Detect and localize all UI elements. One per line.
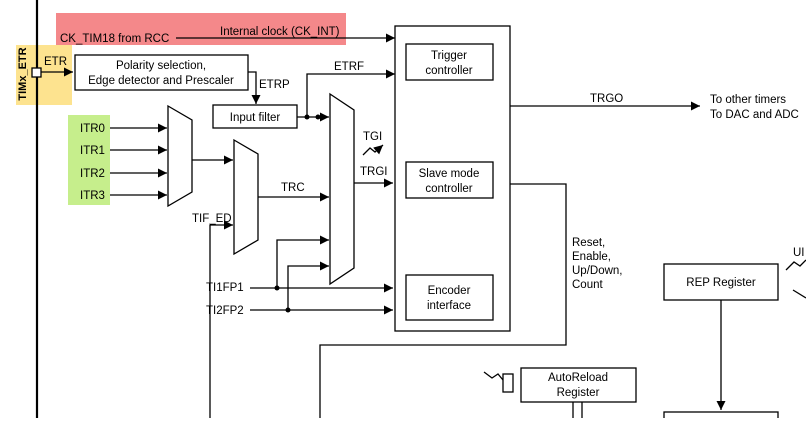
right-edge-wire xyxy=(792,289,806,299)
etrp-wire xyxy=(248,71,261,104)
encoder-text-1: Encoder xyxy=(428,285,471,297)
ck-tim18-label: CK_TIM18 from RCC xyxy=(60,33,169,45)
autoreload-flag-icon xyxy=(483,371,504,381)
tif-ed-label: TIF_ED xyxy=(192,213,232,225)
ti1fp1-label: TI1FP1 xyxy=(206,282,244,294)
autoreload-text-1: AutoReload xyxy=(548,372,608,384)
autoreload-preload-tab xyxy=(502,373,514,393)
etrp-label: ETRP xyxy=(259,79,290,91)
ti2fp2-branch xyxy=(287,261,329,310)
junction-etrf xyxy=(304,114,310,120)
itr3-label: ITR3 xyxy=(80,190,105,202)
etrf-label: ETRF xyxy=(334,61,364,73)
reset-label-2: Enable, xyxy=(572,251,611,263)
itr0-label: ITR0 xyxy=(80,123,105,135)
junction-ti2fp2 xyxy=(285,307,291,313)
autoreload-register-box xyxy=(520,367,637,403)
itr-highlight xyxy=(68,115,110,205)
slave-mode-text-2: controller xyxy=(425,183,472,195)
trc-label: TRC xyxy=(281,182,305,194)
repetition-counter-box-partial xyxy=(663,411,779,423)
polarity-text-1: Polarity selection, xyxy=(116,60,206,72)
autoreload-text-2: Register xyxy=(557,387,600,399)
encoder-text-2: interface xyxy=(427,300,471,312)
ui-label: UI xyxy=(793,247,805,259)
trc-mux xyxy=(233,138,259,256)
slave-mode-text-1: Slave mode xyxy=(419,168,480,180)
tgi-label: TGI xyxy=(363,131,382,143)
encoder-interface-box xyxy=(405,274,494,321)
rep-register-text: REP Register xyxy=(686,277,756,289)
etrf-wire xyxy=(306,69,395,117)
reset-label-4: Count xyxy=(572,279,603,291)
ti2fp2-label: TI2FP2 xyxy=(206,305,244,317)
etr-pin-square xyxy=(31,67,42,78)
junction-ti1fp1 xyxy=(274,285,280,291)
trgo-label: TRGO xyxy=(590,93,623,105)
etr-highlight xyxy=(16,45,72,105)
itr2-label: ITR2 xyxy=(80,168,105,180)
tgi-flag-icon xyxy=(362,144,384,156)
input-filter-text: Input filter xyxy=(230,112,281,124)
itr-mux xyxy=(167,104,193,208)
reset-label-1: Reset, xyxy=(572,237,605,249)
junction-filter-out xyxy=(315,114,321,120)
tim-etr-pin-label: TIMx_ETR xyxy=(17,47,29,100)
reset-wire xyxy=(319,183,567,418)
trgi-mux xyxy=(329,92,355,286)
trigger-controller-text-1: Trigger xyxy=(431,50,467,62)
to-other-timers-label: To other timers xyxy=(710,94,786,106)
rep-register-box xyxy=(663,263,779,301)
ck-tim18-highlight xyxy=(56,13,346,45)
trigger-controller-text-2: controller xyxy=(425,65,472,77)
trgi-label: TRGI xyxy=(360,166,387,178)
polarity-text-2: Edge detector and Prescaler xyxy=(88,75,234,87)
etr-label: ETR xyxy=(44,56,67,68)
internal-clock-label: Internal clock (CK_INT) xyxy=(220,26,340,38)
slave-mode-controller-box xyxy=(405,161,494,199)
ui-flag-icon xyxy=(785,259,806,271)
reset-label-3: Up/Down, xyxy=(572,265,623,277)
polarity-box xyxy=(74,54,249,91)
to-dac-adc-label: To DAC and ADC xyxy=(710,109,799,121)
ti1fp1-branch xyxy=(276,235,329,288)
itr1-label: ITR1 xyxy=(80,145,105,157)
trigger-controller-box xyxy=(405,43,494,81)
